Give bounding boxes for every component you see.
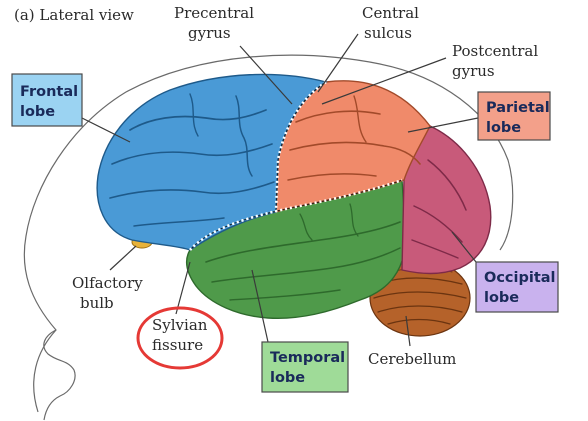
label-sylvian-fissure: Sylvian fissure: [152, 316, 212, 354]
parietal-lobe: [275, 80, 431, 213]
sylvian-leader: [175, 261, 191, 315]
frontal-leader: [81, 117, 131, 143]
cerebellum: [369, 259, 471, 337]
parietal-leader: [407, 117, 479, 133]
precentral-leader: [239, 45, 293, 105]
postcentral-leader: [321, 57, 447, 105]
occipital-leader: [451, 231, 477, 263]
temporal-leader: [251, 269, 269, 343]
label-central-sulcus: Central sulcus: [362, 4, 424, 42]
sylvian-highlight-circle: [136, 306, 224, 370]
sylvian-fissure-line: [189, 178, 403, 251]
head-outline: [23, 54, 514, 413]
olfactory-leader: [109, 245, 137, 271]
label-postcentral-gyrus: Postcentral gyrus: [452, 42, 543, 80]
label-cerebellum: Cerebellum: [368, 350, 456, 368]
central-sulcus-line: [274, 80, 327, 213]
cerebellum-leader: [405, 315, 411, 347]
panel-title: (a) Lateral view: [14, 6, 134, 24]
label-precentral-gyrus: Precentral gyrus: [174, 4, 259, 42]
nose-outline: [43, 329, 76, 421]
central-sulcus-leader: [317, 33, 359, 93]
label-olfactory-bulb: Olfactory bulb: [72, 274, 147, 312]
